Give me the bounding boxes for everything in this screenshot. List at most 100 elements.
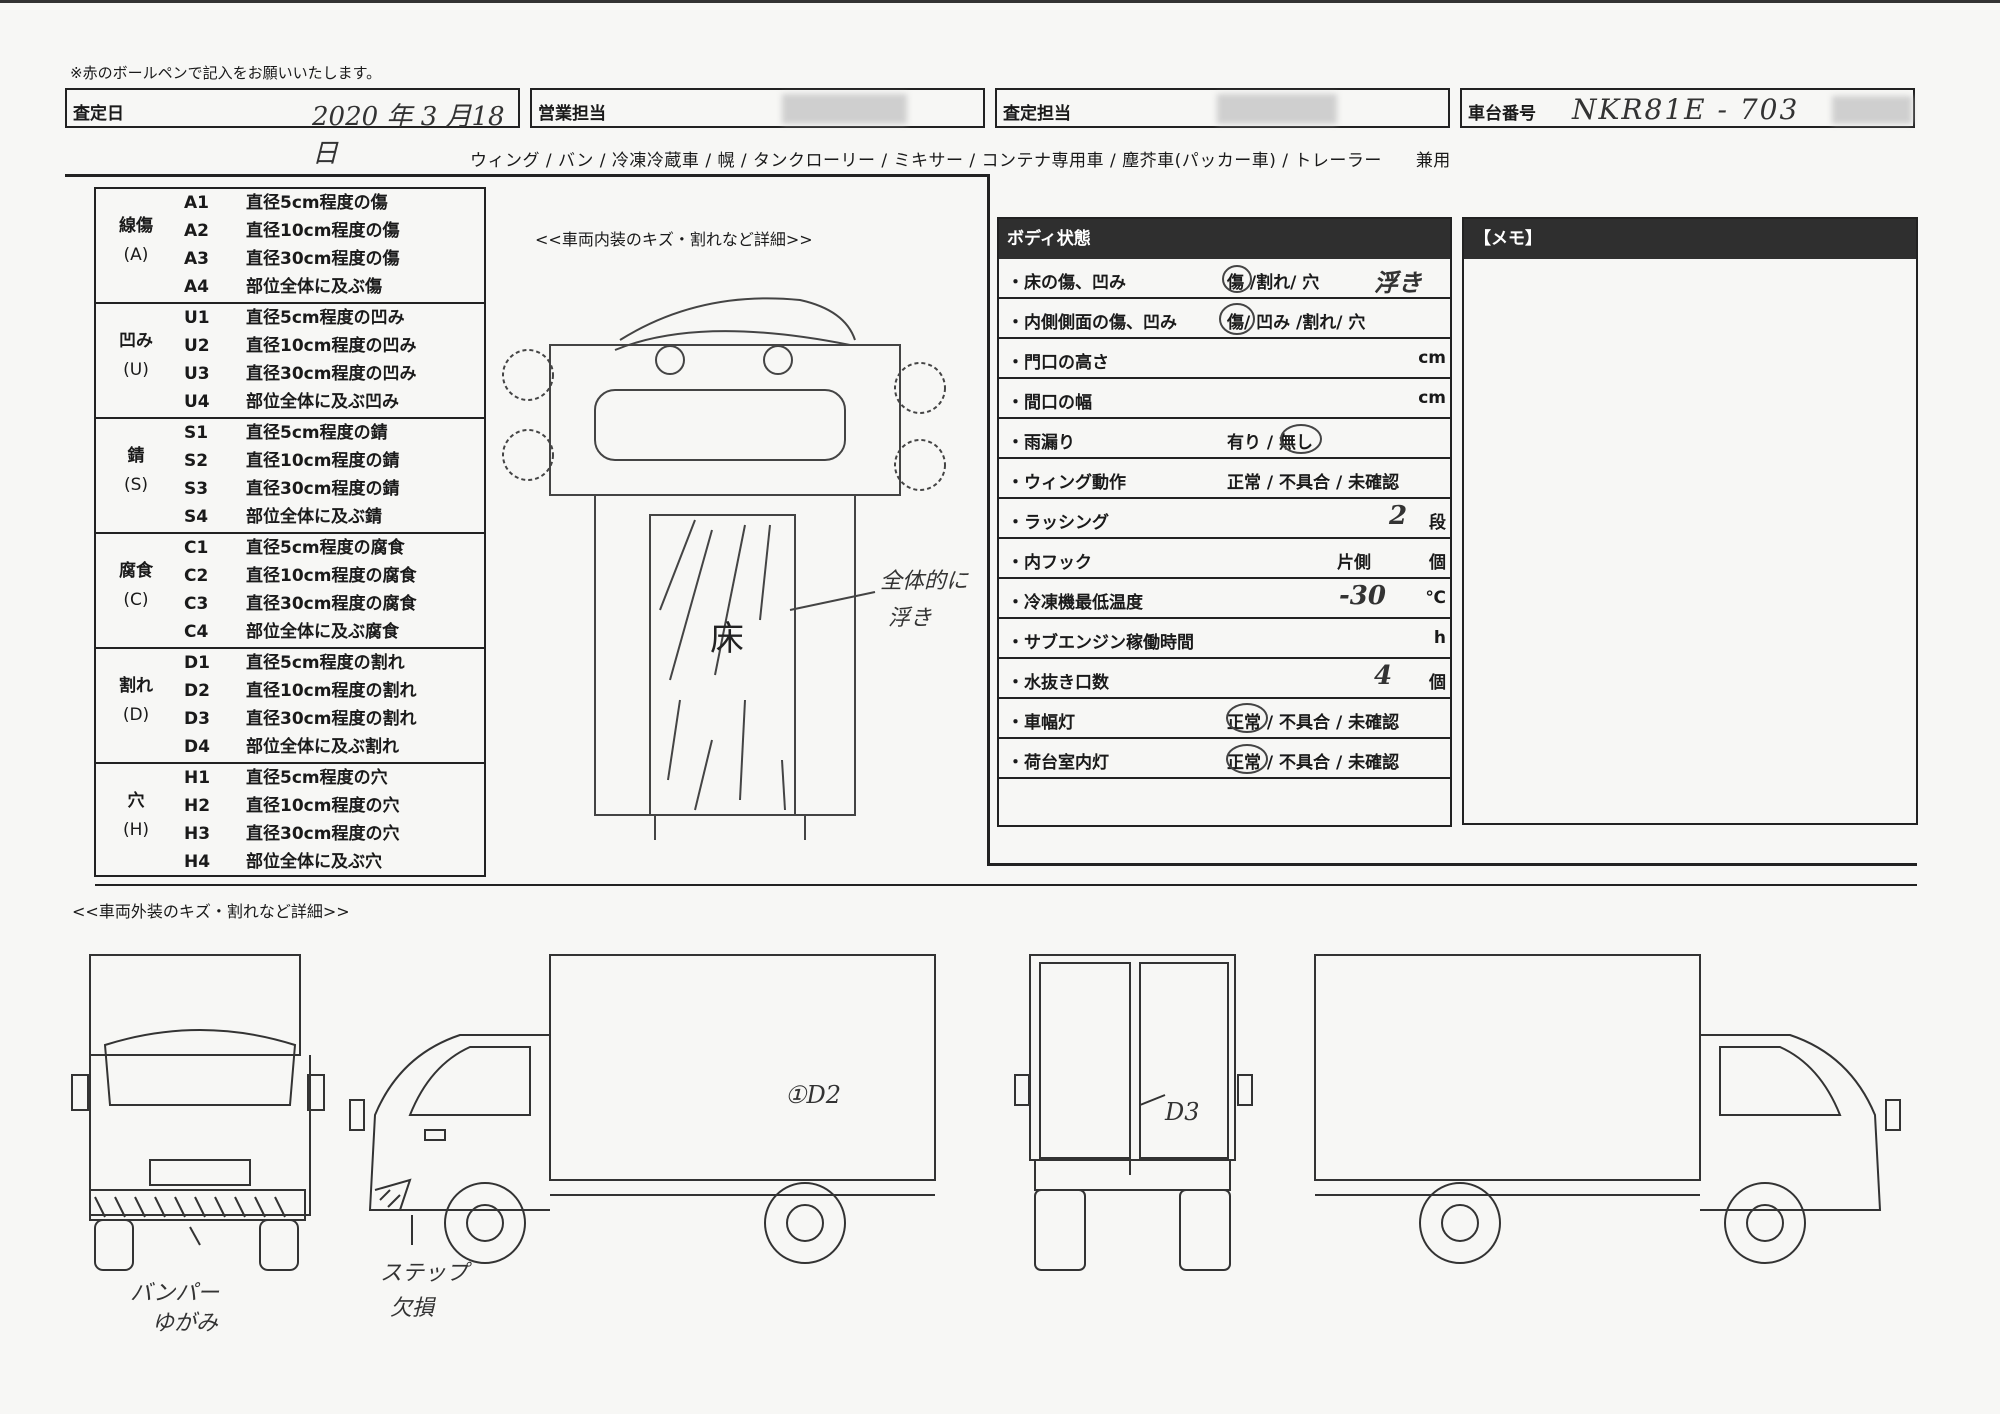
row-value: 4 (1374, 661, 1393, 691)
row-text: 直径5cm程度の穴 (246, 768, 388, 788)
instruction-note: ※赤のボールペンで記入をお願いいたします。 (70, 64, 382, 82)
memo-box[interactable]: 【メモ】 (1462, 217, 1918, 825)
body-type-list: ウィング / バン / 冷凍冷蔵車 / 幌 / タンクローリー / ミキサー /… (470, 146, 1451, 171)
group-name: 穴 (127, 791, 145, 811)
status-row-wing[interactable]: ・ウィング動作 正常 / 不具合 / 未確認 (999, 459, 1450, 499)
status-row-side-light[interactable]: ・車幅灯 正常 / 不具合 / 未確認 (999, 699, 1450, 739)
row-label: ・車幅灯 (1007, 713, 1075, 733)
row-code: H1 (184, 768, 211, 788)
chassis-number-field[interactable]: 車台番号 NKR81E - 703 (1460, 88, 1915, 128)
row-text: 部位全体に及ぶ傷 (246, 277, 382, 297)
row-code: D4 (184, 737, 210, 757)
row-text: 部位全体に及ぶ凹み (246, 392, 399, 412)
row-label: ・水抜き口数 (1007, 673, 1109, 693)
status-row-cargo-light[interactable]: ・荷台室内灯 正常 / 不具合 / 未確認 (999, 739, 1450, 779)
row-code: A4 (184, 277, 209, 297)
interior-floor-diagram[interactable]: 床 全体的に 浮き (500, 280, 980, 840)
row-text: 直径30cm程度の錆 (246, 479, 400, 499)
row-code: U3 (184, 364, 210, 384)
row-code: C2 (184, 566, 209, 586)
status-row-leak[interactable]: ・雨漏り 有り / 無し (999, 419, 1450, 459)
redacted-block (1832, 96, 1912, 124)
row-code: A2 (184, 221, 209, 241)
interior-section-title: <<車両内装のキズ・割れなど詳細>> (535, 230, 813, 249)
rear-view (1014, 954, 1253, 1271)
group-code: (A) (123, 245, 149, 265)
section-divider (987, 174, 990, 864)
exterior-diagrams[interactable]: バンパー ゆがみ ステップ 欠損 ①D2 D3 (60, 945, 1940, 1345)
bumper-note-1: バンパー (130, 1281, 220, 1306)
row-text: 直径5cm程度の錆 (246, 423, 388, 443)
row-code: D1 (184, 653, 210, 673)
step-note-2: 欠損 (390, 1296, 437, 1321)
row-value: 2 (1389, 501, 1408, 531)
status-row-sub-engine[interactable]: ・サブエンジン稼働時間 h (999, 619, 1450, 659)
row-code: C4 (184, 622, 209, 642)
row-text: 直径10cm程度の腐食 (246, 566, 417, 586)
row-code: D2 (184, 681, 210, 701)
status-row-lashing[interactable]: ・ラッシング 2 段 (999, 499, 1450, 539)
row-unit: 個 (1429, 553, 1446, 573)
row-text: 部位全体に及ぶ穴 (246, 852, 382, 872)
row-text: 直径5cm程度の割れ (246, 653, 405, 673)
row-text: 直径10cm程度の傷 (246, 221, 400, 241)
row-text: 直径5cm程度の傷 (246, 193, 388, 213)
row-options: 傷 /割れ/ 穴 (1227, 273, 1320, 293)
group-name: 割れ (119, 676, 153, 696)
field-label: 査定日 (73, 104, 124, 124)
row-unit: ℃ (1425, 588, 1446, 608)
top-border (0, 0, 2000, 3)
status-row-drain[interactable]: ・水抜き口数 4 個 (999, 659, 1450, 699)
row-value: -30 (1339, 581, 1386, 611)
status-row-inner-side[interactable]: ・内側側面の傷、凹み 傷/ 凹み /割れ/ 穴 (999, 299, 1450, 339)
row-code: A3 (184, 249, 209, 269)
row-label: ・サブエンジン稼働時間 (1007, 633, 1194, 653)
row-label: ・内側側面の傷、凹み (1007, 313, 1177, 333)
appraisal-date-field[interactable]: 査定日 2020 年 3 月18日 (65, 88, 520, 169)
row-label: ・内フック (1007, 553, 1092, 573)
row-text: 直径5cm程度の腐食 (246, 538, 405, 558)
row-label: ・門口の高さ (1007, 353, 1109, 373)
group-code: (C) (123, 590, 149, 610)
row-label: ・雨漏り (1007, 433, 1075, 453)
row-code: U1 (184, 308, 210, 328)
memo-title: 【メモ】 (1464, 219, 1916, 259)
bumper-note-2: ゆがみ (152, 1311, 219, 1336)
exterior-section-title: <<車両外装のキズ・割れなど詳細>> (72, 902, 350, 921)
group-code: (D) (122, 705, 150, 725)
row-code: S2 (184, 451, 209, 471)
step-note-1: ステップ (380, 1261, 472, 1286)
status-row-floor[interactable]: ・床の傷、凹み 傷 /割れ/ 穴 浮き (999, 259, 1450, 299)
appraiser-field[interactable]: 査定担当 (995, 88, 1450, 128)
row-options: 傷/ 凹み /割れ/ 穴 (1227, 313, 1366, 333)
floor-label: 床 (710, 619, 744, 659)
group-name: 腐食 (119, 561, 153, 581)
status-row-door-width[interactable]: ・間口の幅 cm (999, 379, 1450, 419)
status-row-freezer-temp[interactable]: ・冷凍機最低温度 -30 ℃ (999, 579, 1450, 619)
status-row-door-height[interactable]: ・門口の高さ cm (999, 339, 1450, 379)
row-code: C3 (184, 594, 209, 614)
row-options: 有り / 無し (1227, 433, 1314, 453)
row-code: H2 (184, 796, 211, 816)
row-unit: 個 (1429, 673, 1446, 693)
row-options: 片側 (1337, 553, 1371, 573)
row-text: 直径30cm程度の凹み (246, 364, 417, 384)
left-side-view (349, 954, 936, 1264)
group-code: (U) (123, 360, 149, 380)
field-value: 2020 年 3 月18日 (312, 102, 505, 169)
sales-rep-field[interactable]: 営業担当 (530, 88, 985, 128)
row-unit: 段 (1429, 513, 1446, 533)
group-code: (S) (123, 475, 149, 495)
side-damage-note: ①D2 (785, 1081, 841, 1109)
row-code: A1 (184, 193, 209, 213)
status-row-hook[interactable]: ・内フック 片側 個 (999, 539, 1450, 579)
section-divider (95, 884, 1917, 886)
row-unit: cm (1418, 348, 1446, 368)
row-code: U2 (184, 336, 210, 356)
row-code: D3 (184, 709, 210, 729)
